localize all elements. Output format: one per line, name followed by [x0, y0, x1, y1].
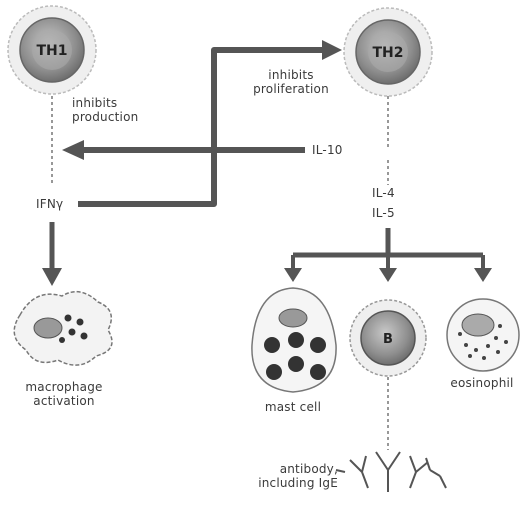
antibody-text: antibody, including IgE [238, 462, 338, 490]
il4-text: IL-4 [372, 186, 395, 200]
il5-label: IL-5 [372, 206, 422, 220]
il10-inhibit-production-arrow [62, 140, 305, 160]
ifn-gamma-text: IFNγ [36, 197, 63, 211]
b-cell: B [350, 300, 426, 376]
mast-cell-text: mast cell [265, 400, 321, 414]
th1-cell: TH1 [8, 6, 96, 94]
mast-cell-label: mast cell [258, 400, 328, 414]
eosinophil-label: eosinophil [440, 376, 524, 390]
macrophage-activation-text: macrophage activation [14, 380, 114, 408]
il5-text: IL-5 [372, 206, 395, 220]
il4-label: IL-4 [372, 186, 422, 200]
ifn-to-macrophage-arrow [42, 222, 62, 286]
inhibits-proliferation-label: inhibits proliferation [236, 68, 346, 96]
th2-cell: TH2 [344, 8, 432, 96]
il10-label: IL-10 [312, 143, 372, 157]
inhibits-production-text: inhibits production [72, 96, 162, 124]
macrophage-activation-label: macrophage activation [4, 380, 124, 408]
b-cell-label: B [383, 332, 393, 347]
macrophage [14, 292, 112, 365]
antibody-label: antibody, including IgE [228, 462, 338, 490]
il10-text: IL-10 [312, 143, 343, 157]
antibody-molecules [336, 452, 446, 492]
inhibits-production-label: inhibits production [72, 96, 182, 124]
eosinophil [447, 299, 519, 371]
eosinophil-text: eosinophil [450, 376, 513, 390]
th2-label: TH2 [372, 45, 403, 61]
il4-il5-branch-arrows [284, 228, 492, 282]
ifn-gamma-label: IFNγ [36, 197, 76, 211]
inhibits-proliferation-text: inhibits proliferation [241, 68, 341, 96]
mast-cell [252, 288, 336, 392]
th1-label: TH1 [36, 43, 67, 59]
